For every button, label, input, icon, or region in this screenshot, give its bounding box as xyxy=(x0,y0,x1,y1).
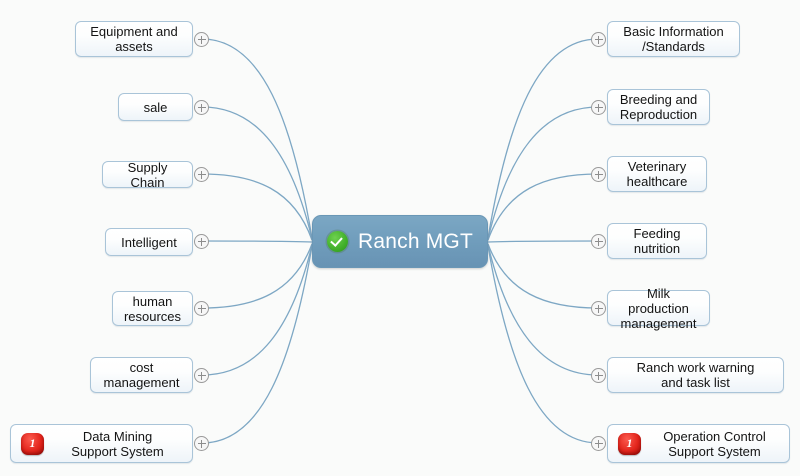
edge-right-2 xyxy=(487,106,599,240)
edge-right-1 xyxy=(487,38,599,239)
expand-toggle-supply-chain[interactable] xyxy=(194,167,209,182)
priority-badge-icon: 1 xyxy=(21,432,44,455)
expand-toggle-intelligent[interactable] xyxy=(194,234,209,249)
node-label: Intelligent xyxy=(121,234,177,250)
expand-toggle-data-mining-support-system[interactable] xyxy=(194,436,209,451)
node-ranch-work-warning-and-task-list[interactable]: Ranch work warning and task list xyxy=(607,357,784,393)
node-label: Basic Information /Standards xyxy=(623,24,724,54)
node-data-mining-support-system[interactable]: 1 Data Mining Support System xyxy=(10,424,193,463)
expand-toggle-veterinary-healthcare[interactable] xyxy=(591,167,606,182)
edge-right-7 xyxy=(487,245,599,444)
node-label: Data Mining Support System xyxy=(71,428,164,459)
node-label: Operation Control Support System xyxy=(663,428,766,459)
node-basic-information-standards[interactable]: Basic Information /Standards xyxy=(607,21,740,57)
edge-left-2 xyxy=(201,106,313,240)
node-cost-management[interactable]: cost management xyxy=(90,357,193,393)
node-milk-production-management[interactable]: Milk production management xyxy=(607,286,710,331)
expand-toggle-feeding-nutrition[interactable] xyxy=(591,234,606,249)
node-label: Milk production management xyxy=(620,285,697,331)
node-equipment-and-assets[interactable]: Equipment and assets xyxy=(75,21,193,57)
edge-left-1 xyxy=(201,38,313,239)
expand-toggle-cost-management[interactable] xyxy=(194,368,209,383)
green-check-icon xyxy=(327,231,348,252)
node-feeding-nutrition[interactable]: Feeding nutrition xyxy=(607,223,707,259)
node-supply-chain[interactable]: Supply Chain xyxy=(102,159,193,190)
node-label: Equipment and assets xyxy=(90,24,178,54)
node-human-resources[interactable]: human resources xyxy=(112,291,193,326)
expand-toggle-equipment-and-assets[interactable] xyxy=(194,32,209,47)
expand-toggle-operation-control-support-system[interactable] xyxy=(591,436,606,451)
expand-toggle-sale[interactable] xyxy=(194,100,209,115)
edge-right-4 xyxy=(487,240,599,243)
node-intelligent[interactable]: Intelligent xyxy=(105,228,193,256)
node-operation-control-support-system[interactable]: 1 Operation Control Support System xyxy=(607,424,790,463)
node-label: Feeding nutrition xyxy=(633,226,681,256)
node-label: Breeding and Reproduction xyxy=(619,92,698,122)
node-breeding-and-reproduction[interactable]: Breeding and Reproduction xyxy=(607,89,710,125)
center-node[interactable]: Ranch MGT xyxy=(312,215,488,268)
edge-left-5 xyxy=(201,243,313,309)
node-label: cost management xyxy=(103,360,180,390)
center-node-label: Ranch MGT xyxy=(358,229,473,253)
edge-left-7 xyxy=(201,245,313,444)
edge-right-5 xyxy=(487,243,599,309)
expand-toggle-basic-information-standards[interactable] xyxy=(591,32,606,47)
node-label: sale xyxy=(143,99,168,115)
node-label: Supply Chain xyxy=(127,159,168,190)
edge-left-3 xyxy=(201,173,313,241)
edge-right-6 xyxy=(487,244,599,376)
edge-right-3 xyxy=(487,173,599,241)
expand-toggle-ranch-work-warning-and-task-list[interactable] xyxy=(591,368,606,383)
edge-left-6 xyxy=(201,244,313,376)
expand-toggle-milk-production-management[interactable] xyxy=(591,301,606,316)
expand-toggle-breeding-and-reproduction[interactable] xyxy=(591,100,606,115)
priority-badge-icon: 1 xyxy=(618,432,641,455)
edge-left-4 xyxy=(201,240,313,243)
node-label: human resources xyxy=(123,293,182,324)
expand-toggle-human-resources[interactable] xyxy=(194,301,209,316)
node-label: Veterinary healthcare xyxy=(626,159,688,189)
node-sale[interactable]: sale xyxy=(118,93,193,121)
node-label: Ranch work warning and task list xyxy=(636,360,755,390)
node-veterinary-healthcare[interactable]: Veterinary healthcare xyxy=(607,156,707,192)
